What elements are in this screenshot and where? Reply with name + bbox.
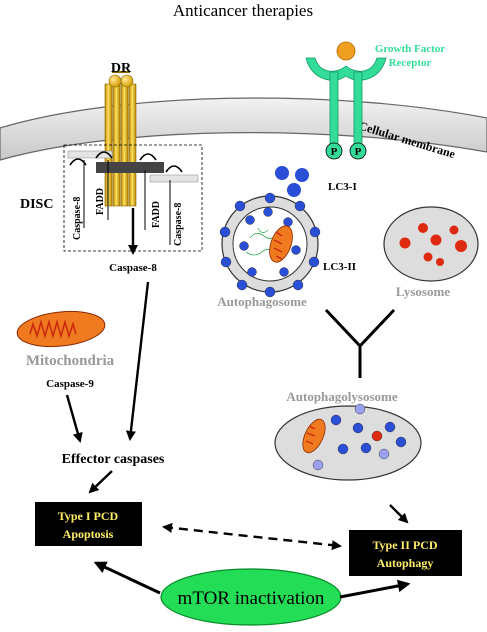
fusion-lines: [324, 308, 396, 378]
growth-factor-receptor: [305, 41, 387, 160]
lc3-i-label: LC3-I: [328, 181, 357, 193]
arrow-mtor-to-type2: [339, 579, 411, 599]
disc-fadd-left: FADD: [95, 188, 106, 215]
page-title: Anticancer therapies: [173, 1, 313, 20]
disc-label: DISC: [20, 197, 53, 212]
growth-factor-label-2: Receptor: [389, 57, 432, 69]
dashed-link-type1-type2: [161, 522, 343, 551]
disc-bands: [67, 150, 199, 245]
growth-factor-label-1: Growth Factor: [375, 43, 445, 55]
autophagolysosome-label: Autophagolysosome: [286, 389, 397, 404]
arrow-mtor-to-type1: [93, 561, 161, 595]
lc3-ii-label: LC3-II: [323, 261, 356, 273]
type2-line1: Type II PCD: [372, 538, 437, 552]
mitochondria: [16, 310, 106, 348]
type1-line2: Apoptosis: [63, 527, 114, 541]
type1-line1: Type I PCD: [58, 509, 119, 523]
phospho-right: P: [355, 146, 362, 158]
autophagolysosome: [274, 403, 422, 481]
dr-label: DR: [111, 61, 132, 76]
effector-caspases-label: Effector caspases: [62, 452, 165, 467]
lysosome: [383, 206, 479, 282]
disc-fadd-right: FADD: [151, 201, 162, 228]
mtor-label: mTOR inactivation: [178, 588, 325, 609]
disc-caspase8-left: Caspase-8: [72, 197, 83, 240]
autophagosome-label: Autophagosome: [217, 294, 307, 309]
arrow-caspase8-to-effector: [125, 281, 150, 442]
cellular-membrane: [0, 97, 487, 161]
type2-pcd-box: [349, 530, 462, 576]
caspase9-label: Caspase-9: [46, 378, 94, 390]
phospho-left: P: [331, 146, 338, 158]
arrow-autophagolysosome-to-type2: [389, 504, 409, 524]
mitochondria-label: Mitochondria: [26, 353, 115, 369]
disc-caspase8-right: Caspase-8: [173, 203, 184, 246]
type2-line2: Autophagy: [377, 556, 434, 570]
arrow-caspase9-to-effector: [65, 394, 83, 443]
arrow-effector-to-type1: [88, 470, 113, 494]
autophagosome: [219, 192, 321, 298]
lc3-i-vesicles: [275, 166, 309, 197]
lysosome-label: Lysosome: [396, 284, 450, 299]
type1-pcd-box: [35, 502, 142, 546]
caspase8-label: Caspase-8: [109, 262, 157, 274]
